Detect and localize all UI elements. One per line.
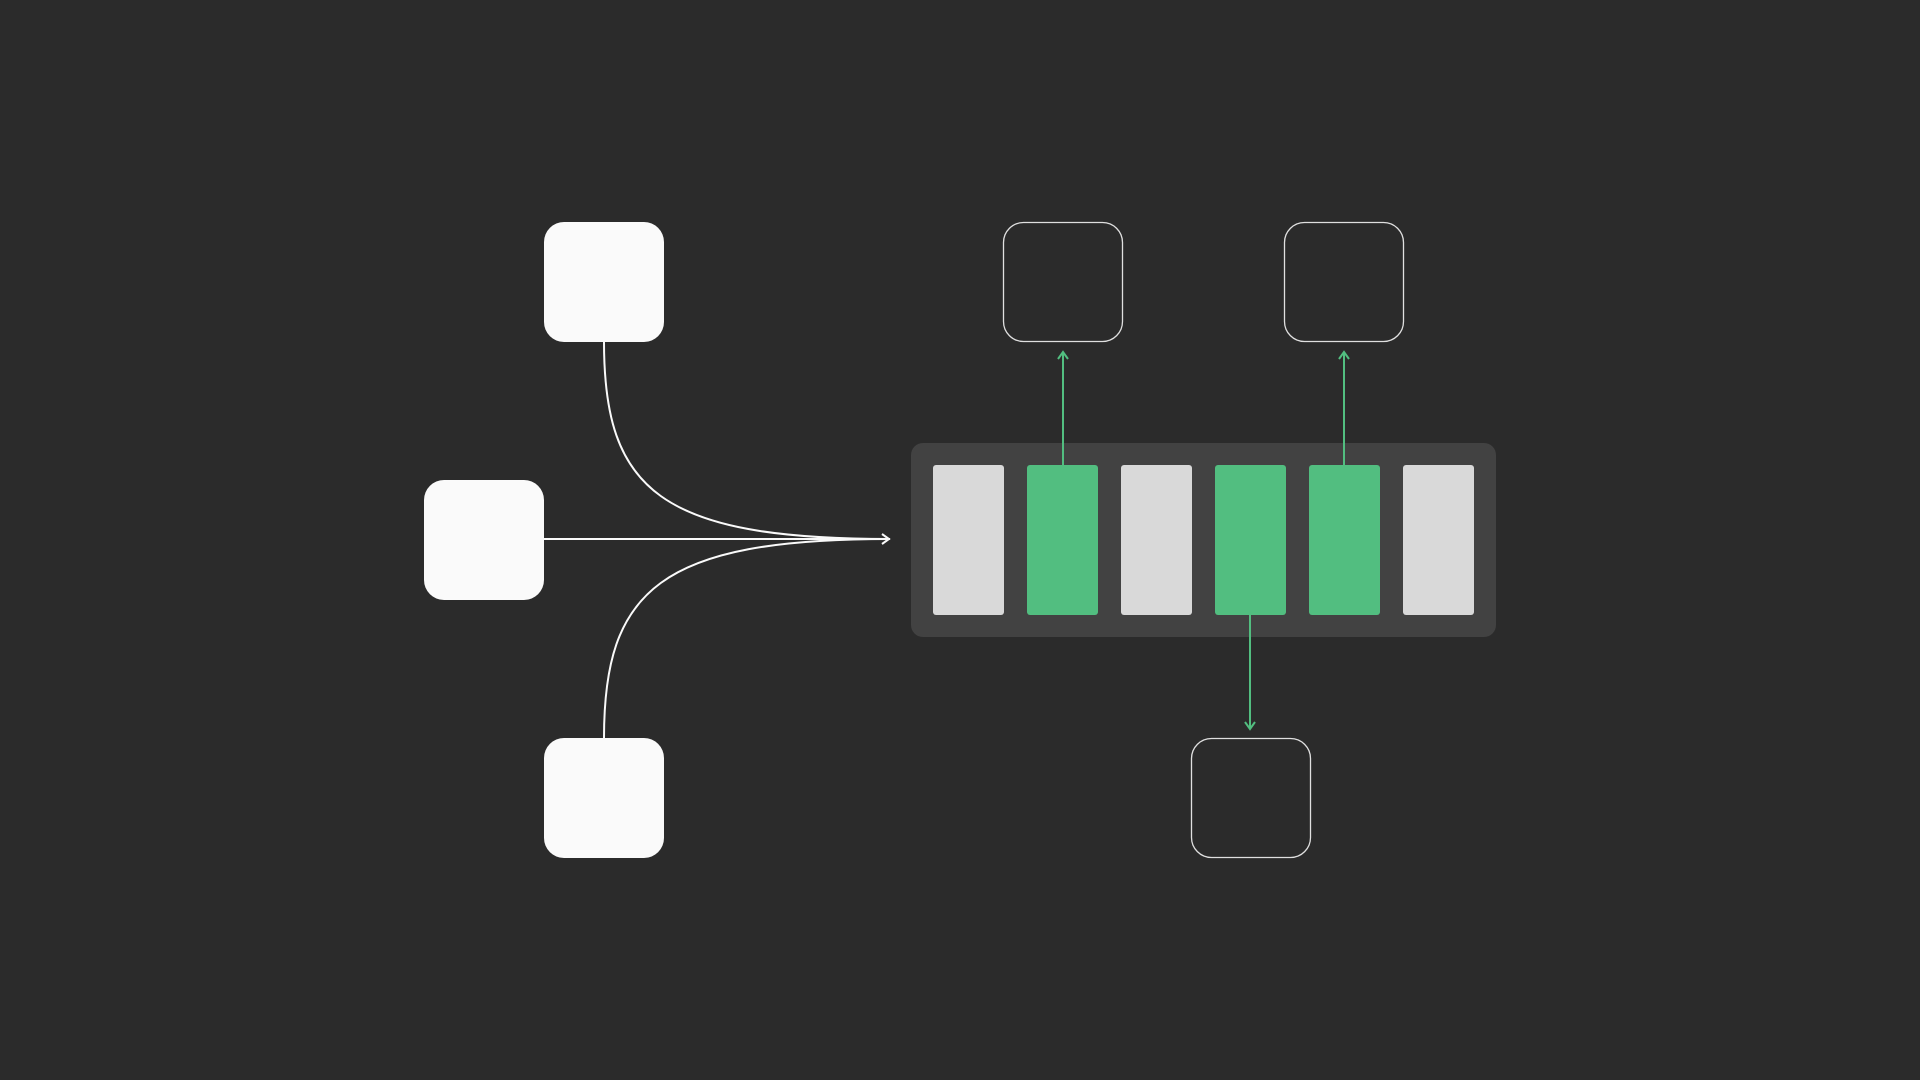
connector-top (603, 341, 891, 540)
source-box-middle (424, 480, 544, 600)
target-box-bottom (1190, 737, 1312, 859)
slot-active (1309, 465, 1380, 615)
slot-empty (1403, 465, 1474, 615)
connector-bottom (603, 538, 891, 739)
source-box-top (544, 222, 664, 342)
slot-active (1215, 465, 1286, 615)
target-box-top-2 (1283, 221, 1405, 343)
slot-empty (1121, 465, 1192, 615)
slot-empty (933, 465, 1004, 615)
slot-active (1027, 465, 1098, 615)
source-box-bottom (544, 738, 664, 858)
target-box-top-1 (1002, 221, 1124, 343)
